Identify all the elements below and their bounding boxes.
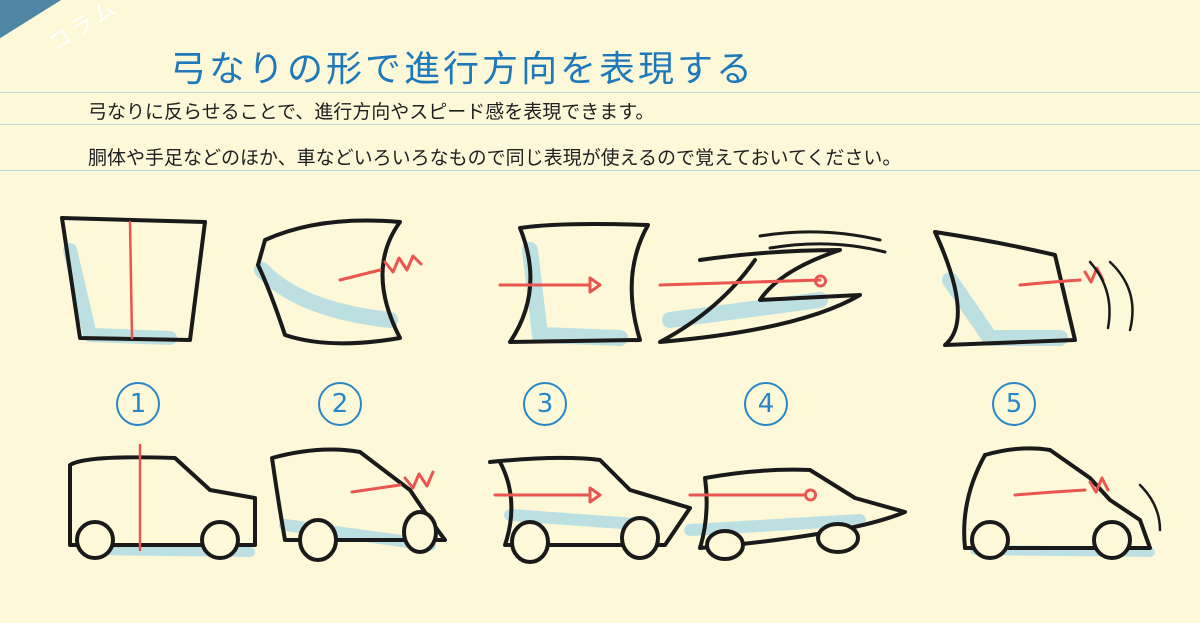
- box-straight-drawing: [60, 216, 207, 345]
- car-sliding-drawing: [684, 467, 907, 561]
- ruled-line: [0, 92, 1200, 93]
- step-number-5: 5: [992, 382, 1036, 426]
- step-number-1: 1: [116, 382, 160, 426]
- page-title: 弓なりの形で進行方向を表現する: [170, 49, 756, 90]
- car-braking-drawing: [962, 446, 1162, 560]
- box-bent-drawing: [254, 218, 423, 346]
- ruled-line: [0, 170, 1200, 171]
- box-sliding-drawing: [658, 230, 887, 344]
- box-curved-drawing: [498, 222, 650, 346]
- car-curved-drawing: [488, 455, 692, 564]
- description-line-2: 胴体や手足などのほか、車などいろいろなもので同じ表現が使えるので覚えておいてくだ…: [88, 147, 902, 169]
- step-number-3: 3: [523, 382, 567, 426]
- car-bent-drawing: [270, 447, 447, 562]
- step-number-4: 4: [744, 382, 788, 426]
- ruled-line: [0, 124, 1200, 125]
- car-straight-drawing: [68, 443, 257, 560]
- description-line-1: 弓なりに反らせることで、進行方向やスピード感を表現できます。: [88, 101, 655, 123]
- step-number-2: 2: [318, 382, 362, 426]
- box-braking-drawing: [933, 230, 1134, 347]
